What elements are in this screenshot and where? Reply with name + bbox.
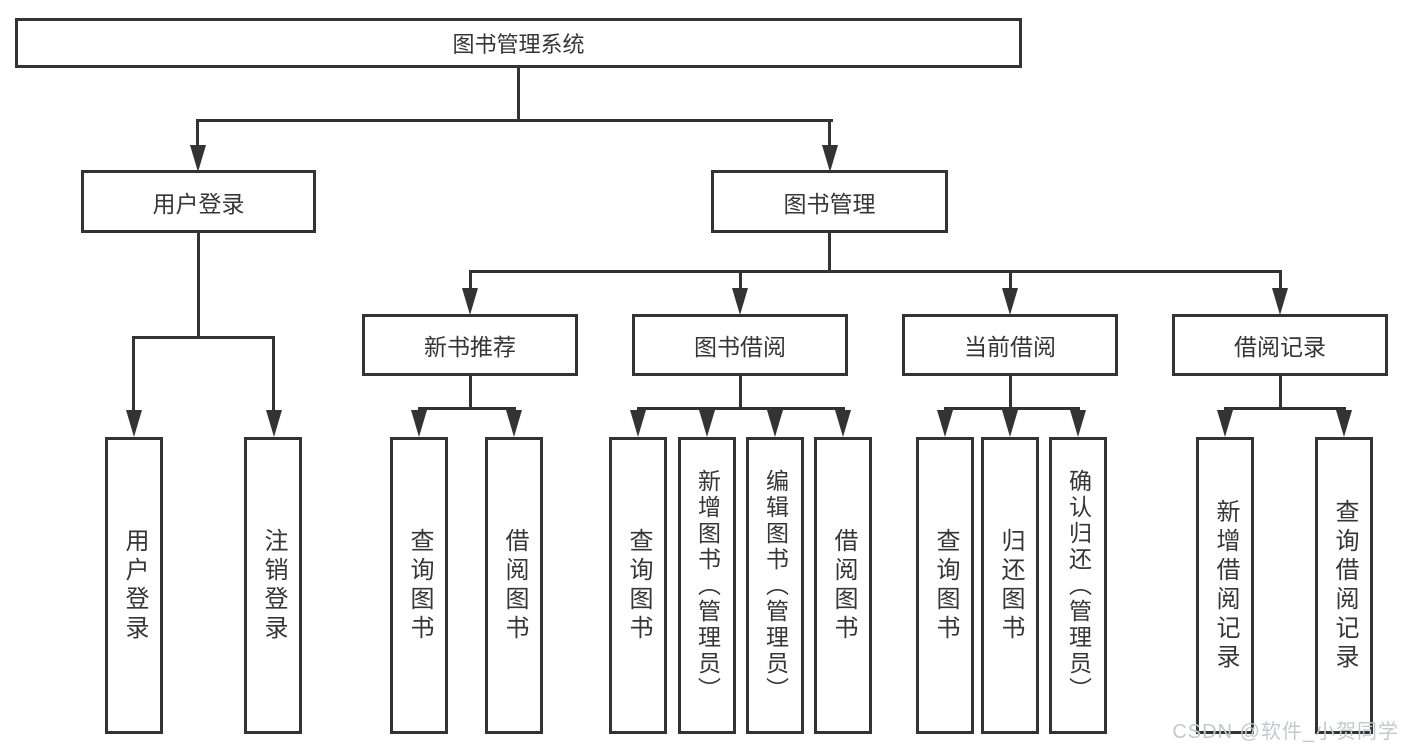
connector-level2-hline [469,270,1282,273]
arrowhead-records-add [1217,410,1233,437]
arrowhead-borrow-add [699,410,715,437]
leaf-newrec-query-books: 查询图书 [390,437,448,734]
arrowhead-leaf-user-login [126,410,142,437]
leaf-records-query-borrow-record: 查询借阅记录 [1315,437,1373,734]
leaf-current-query-books: 查询图书 [916,437,974,734]
leaf-newrec-borrow-books: 借阅图书 [485,437,543,734]
node-borrow-records: 借阅记录 [1172,314,1388,376]
connector-records-stem [1279,376,1282,410]
leaf-current-confirm-return-admin: 确认归还（管理员） [1049,437,1107,734]
connector-root-stem [517,68,520,122]
connector-newrec-stem [469,376,472,410]
connector-current-hline [944,407,1080,410]
arrowhead-current-return [1002,410,1018,437]
arrowhead-new-book-recommend [462,288,478,315]
arrowhead-borrow-edit [767,410,783,437]
connector-records-drop [1279,272,1282,290]
leaf-borrow-borrow-books: 借阅图书 [814,437,872,734]
connector-newrec-drop [469,272,472,290]
leaf-borrow-add-books-admin: 新增图书（管理员） [678,437,736,734]
arrowhead-borrow-query [630,410,646,437]
connector-stem-book-mgmt [828,121,831,148]
arrowhead-records-query [1336,410,1352,437]
connector-borrow-hline [637,407,845,410]
node-book-borrow: 图书借阅 [632,314,848,376]
connector-userlogin-hline [132,336,275,339]
node-book-management: 图书管理 [711,170,948,233]
connector-current-stem [1009,376,1012,410]
arrowhead-borrow-records [1272,288,1288,315]
connector-userlogin-stem [197,233,200,339]
arrowhead-borrow-borrow [835,410,851,437]
arrowhead-user-login [190,145,206,172]
leaf-borrow-query-books: 查询图书 [609,437,667,734]
connector-records-hline [1224,407,1346,410]
arrowhead-book-borrow [732,288,748,315]
leaf-records-add-borrow-record: 新增借阅记录 [1196,437,1254,734]
connector-level1-hline [196,119,833,122]
leaf-borrow-edit-books-admin: 编辑图书（管理员） [746,437,804,734]
arrowhead-current-query [937,410,953,437]
arrowhead-current-confirm [1070,410,1086,437]
leaf-current-return-books: 归还图书 [981,437,1039,734]
leaf-user-login: 用户登录 [105,437,163,734]
node-new-book-recommend: 新书推荐 [362,314,578,376]
arrowhead-current-borrow [1002,288,1018,315]
node-user-login: 用户登录 [81,170,316,233]
connector-userlogin-child1-stem [132,338,135,413]
node-root-system: 图书管理系统 [15,18,1022,68]
connector-newrec-hline [418,407,516,410]
arrowhead-book-mgmt [822,145,838,172]
node-current-borrow: 当前借阅 [902,314,1118,376]
connector-bookmgmt-stem [828,233,831,273]
arrowhead-leaf-logout [266,410,282,437]
arrowhead-newrec-borrow [506,410,522,437]
connector-borrow-stem [739,376,742,410]
connector-current-drop [1009,272,1012,290]
connector-borrow-drop [739,272,742,290]
csdn-watermark: CSDN @软件_小贺同学 [1172,721,1399,743]
connector-stem-user-login [196,121,199,148]
connector-userlogin-child2-stem [272,338,275,413]
leaf-logout: 注销登录 [244,437,302,734]
arrowhead-newrec-query [411,410,427,437]
